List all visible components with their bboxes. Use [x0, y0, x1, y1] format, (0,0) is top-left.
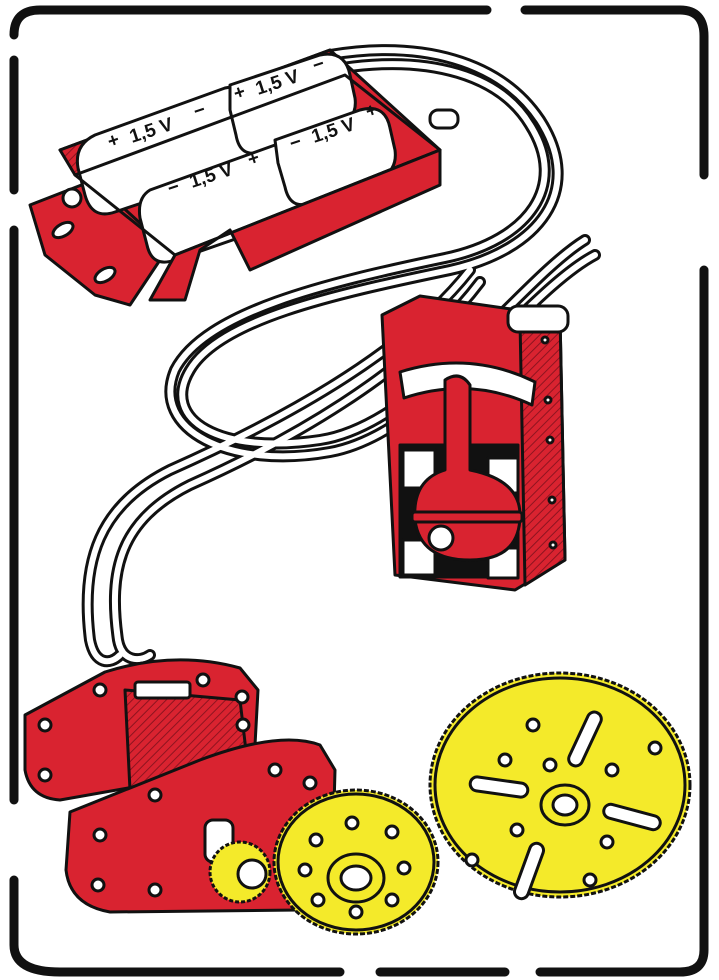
regulator-icon	[382, 296, 568, 590]
